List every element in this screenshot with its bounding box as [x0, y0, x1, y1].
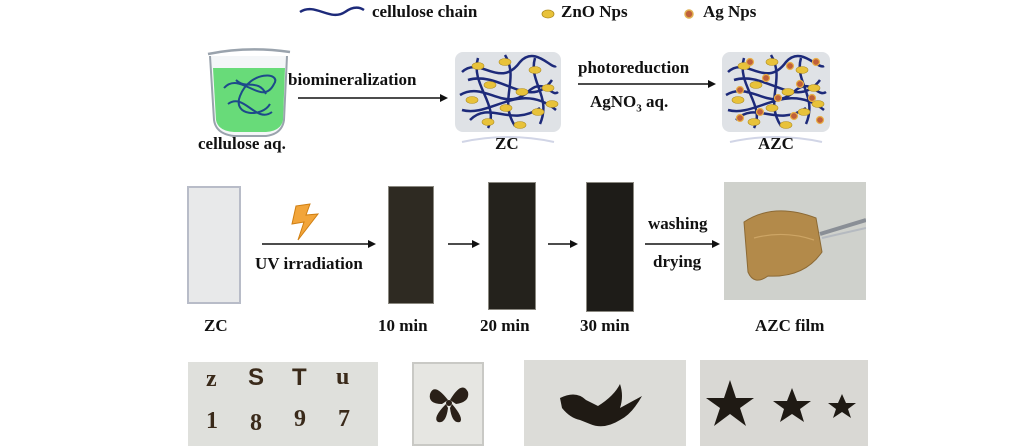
time-20min-label: 20 min — [480, 316, 530, 335]
pattern-letter: T — [292, 364, 307, 391]
cellulose-chain-legend-swatch — [299, 6, 365, 17]
zc-network-diagram — [455, 52, 561, 132]
beaker-icon — [207, 48, 291, 137]
pattern-letter: z — [206, 366, 217, 392]
step-photoreduction-label: photoreduction — [578, 58, 690, 77]
legend-cellulose-label: cellulose chain — [372, 2, 478, 21]
pattern-bow-photo — [412, 362, 484, 446]
agno3-tail: aq. — [641, 92, 669, 111]
pattern-letters-photo: z S T u 1 8 9 7 — [188, 362, 378, 446]
azc-film-photo — [724, 182, 866, 300]
step-biomineralization-label: biomineralization — [288, 70, 417, 89]
zc-label-top: ZC — [495, 134, 519, 153]
pattern-stars-photo — [700, 360, 868, 446]
beaker-label: cellulose aq. — [198, 134, 286, 153]
washing-label: washing — [648, 214, 708, 233]
step-agno3-label: AgNO3 aq. — [590, 92, 668, 114]
drying-label: drying — [653, 252, 702, 271]
ag-legend-swatch — [684, 9, 694, 19]
pattern-digit: 1 — [206, 408, 218, 434]
bird-pattern-shape — [560, 384, 642, 427]
pattern-letter: S — [248, 364, 265, 391]
azc-network-diagram — [722, 52, 830, 132]
legend-ag-label: Ag Nps — [703, 2, 757, 21]
legend-zno-label: ZnO Nps — [561, 2, 628, 21]
film-30min-photo — [586, 182, 634, 312]
azc-film-label: AZC film — [755, 316, 825, 335]
lightning-icon — [291, 203, 320, 241]
pattern-digit: 9 — [294, 406, 306, 432]
zc-film-photo — [187, 186, 241, 304]
pattern-letter: u — [336, 364, 350, 390]
zc-label-middle: ZC — [204, 316, 228, 335]
uv-irradiation-label: UV irradiation — [255, 254, 363, 273]
pattern-digit: 7 — [338, 406, 350, 432]
time-30min-label: 30 min — [580, 316, 630, 335]
pattern-digit: 8 — [250, 410, 262, 436]
pattern-bird-photo — [524, 360, 686, 446]
agno3-sub: 3 — [636, 102, 642, 115]
zno-legend-swatch — [541, 9, 555, 19]
agno3-main: AgNO — [590, 92, 637, 111]
star-pattern-shapes — [706, 380, 856, 426]
bow-pattern-shape — [429, 387, 469, 423]
time-10min-label: 10 min — [378, 316, 428, 335]
film-20min-photo — [488, 182, 536, 310]
arrow-photoreduction — [578, 80, 716, 88]
film-10min-photo — [388, 186, 434, 304]
azc-label-top: AZC — [758, 134, 794, 153]
arrow-biomineralization — [298, 94, 448, 102]
